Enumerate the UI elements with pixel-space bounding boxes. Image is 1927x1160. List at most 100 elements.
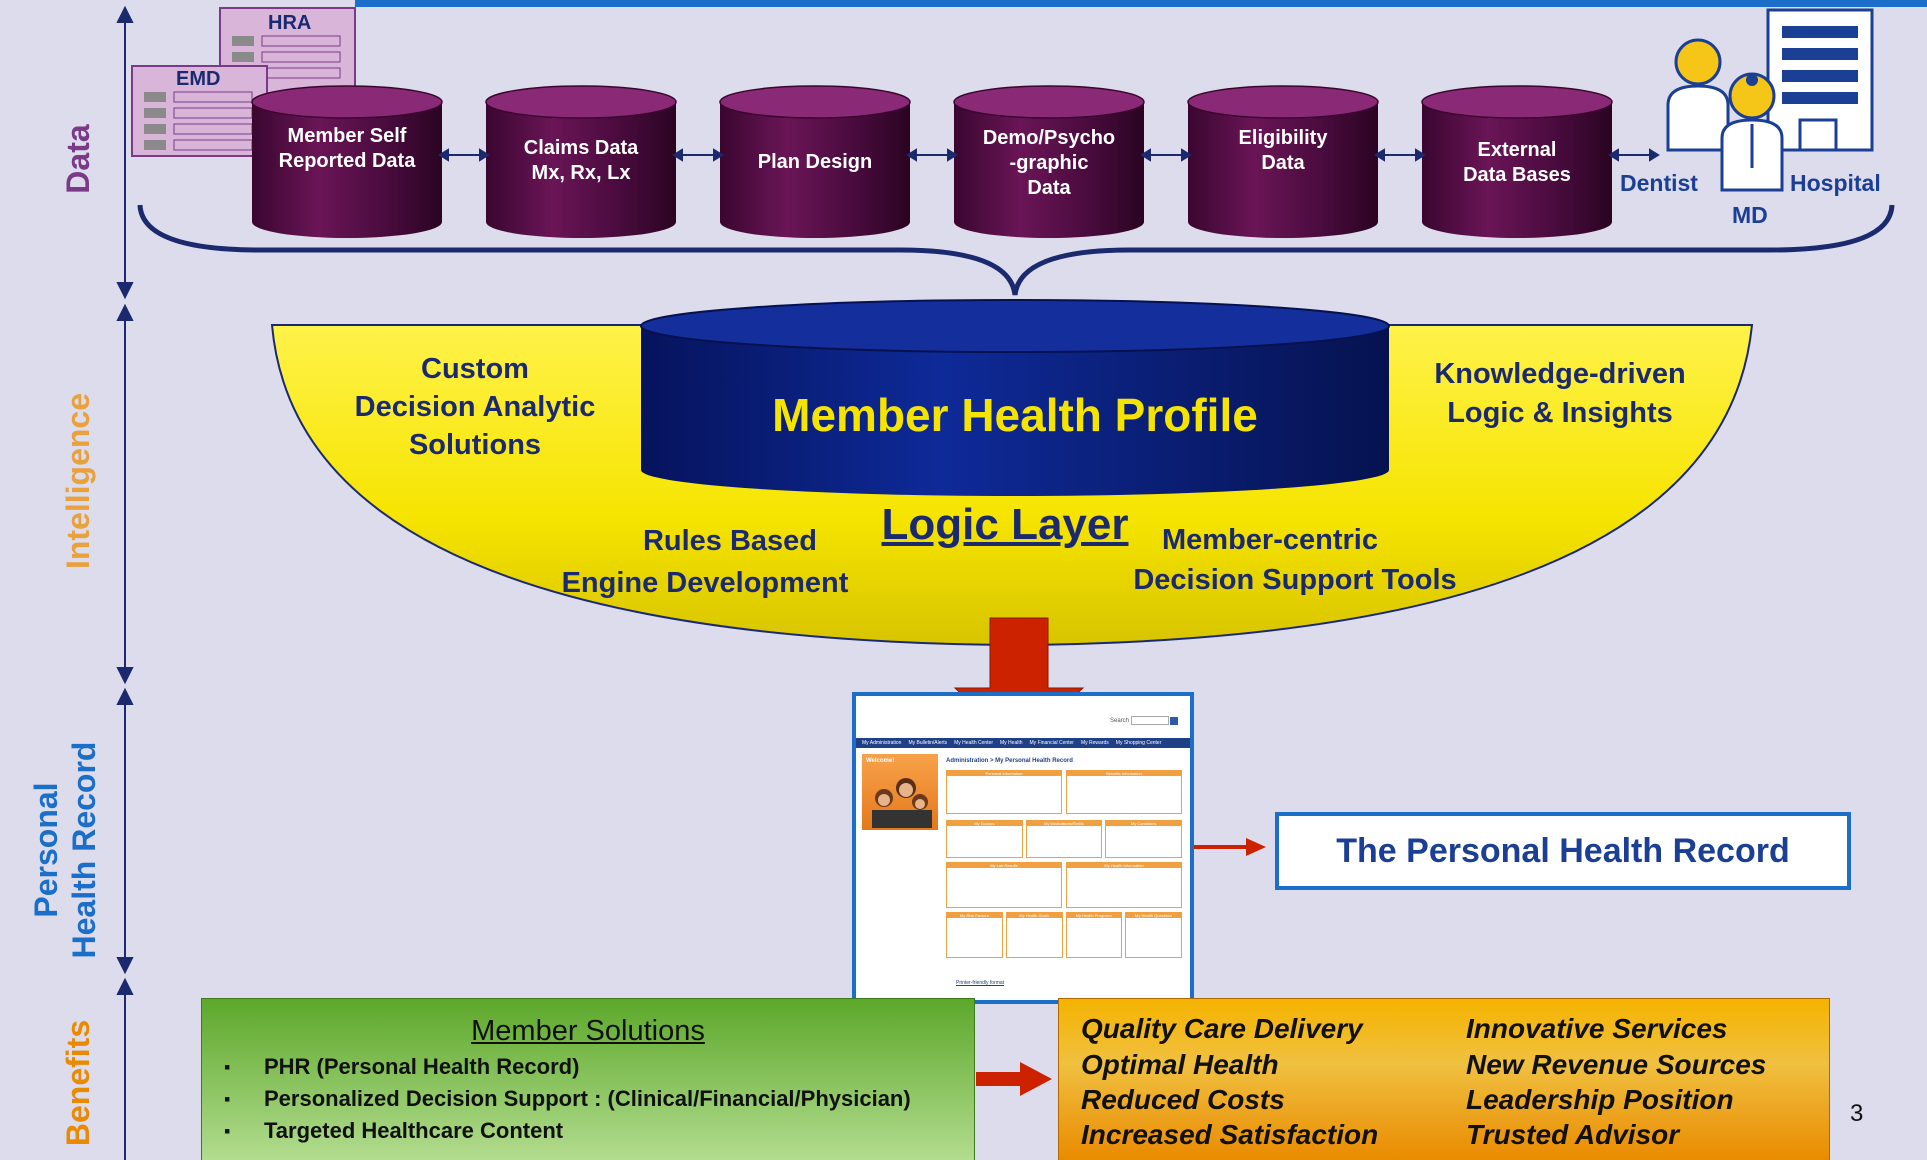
phr-panel-3: My Medications/Refills (1025, 820, 1103, 858)
benefit-left-3: Increased Satisfaction (1081, 1119, 1379, 1150)
emd-label: EMD (176, 68, 221, 90)
member-health-profile-title: Member Health Profile (772, 389, 1258, 441)
cylinder-member-self-reported (251, 85, 443, 238)
phr-panel-7: My Risk Factors (946, 912, 1003, 958)
knowledge-driven-label: Knowledge-driven Logic & Insights (1400, 355, 1720, 433)
member-centric-line2: Decision Support Tools (1133, 564, 1457, 596)
list-item: Personalized Decision Support : (Clinica… (224, 1083, 911, 1115)
data-brace (137, 204, 1895, 296)
source-4-line2: Data (1261, 152, 1305, 174)
source-2-line1: Plan Design (757, 151, 873, 173)
phr-screenshot: Search My Administration My Bulletin/Ale… (852, 692, 1194, 1004)
hra-label: HRA (268, 12, 312, 34)
benefit-left-1: Optimal Health (1081, 1049, 1279, 1080)
phr-panel-2: My Doctors (946, 820, 1023, 858)
phr-panel-0: Personal Information (946, 770, 1062, 814)
list-item: Targeted Healthcare Content (224, 1115, 911, 1147)
benefit-left-2: Reduced Costs (1081, 1084, 1285, 1115)
source-label-4: Eligibility Data (1188, 126, 1378, 176)
data-connectors (438, 148, 1660, 162)
member-health-profile-cylinder (640, 299, 1390, 496)
source-1-line2: Mx, Rx, Lx (531, 162, 631, 184)
md-icon (1720, 72, 1784, 192)
source-label-3: Demo/Psycho -graphic Data (954, 126, 1144, 201)
row-label-phr: Personal Health Record (27, 725, 107, 975)
source-1-line1: Claims Data (523, 137, 639, 159)
phr-panel-6: My Health Information (1066, 862, 1182, 908)
hospital-icon (1766, 8, 1874, 152)
row-label-data: Data (60, 124, 96, 194)
phr-nav-0: My Administration (862, 740, 902, 746)
phr-callout: The Personal Health Record (1275, 812, 1851, 890)
source-5-line2: Data Bases (1463, 164, 1571, 186)
row-label-intelligence: Intelligence (60, 392, 96, 570)
top-band (355, 0, 1927, 7)
cylinder-external (1421, 85, 1613, 238)
source-label-0: Member Self Reported Data (252, 124, 442, 174)
phr-welcome-text: Welcome! (866, 758, 895, 764)
logic-layer-title: Logic Layer (881, 500, 1129, 549)
source-3-line3: Data (1027, 177, 1071, 199)
dentist-label: Dentist (1620, 170, 1698, 196)
custom-line2: Decision Analytic (354, 391, 596, 423)
rules-line1: Rules Based (642, 525, 818, 557)
phr-panel-1: Benefits Information (1066, 770, 1182, 814)
phr-callout-arrow (1184, 838, 1266, 856)
hospital-label: Hospital (1790, 170, 1881, 196)
source-0-line1: Member Self (287, 125, 407, 147)
phr-panels-row2: My Doctors My Medications/Refills My Con… (946, 820, 1182, 858)
dentist-icon (1666, 38, 1730, 152)
benefits-box: Quality Care Delivery Optimal Health Red… (1058, 998, 1830, 1160)
page-number: 3 (1850, 1100, 1864, 1127)
phr-nav-3: My Health (1000, 740, 1023, 746)
cylinder-eligibility (1187, 85, 1379, 238)
source-4-line1: Eligibility (1238, 127, 1328, 149)
phr-nav-4: My Financial Center (1029, 740, 1074, 746)
phr-panel-5: My Lab Results (946, 862, 1062, 908)
phr-panel-8: My Health Goals (1005, 912, 1063, 958)
phr-printer-link[interactable]: Printer-friendly format (956, 980, 1005, 986)
phr-panels: Personal Information Benefits Informatio… (946, 770, 1182, 814)
phr-welcome-panel: Welcome! (862, 754, 938, 830)
cylinder-demo-psychographic (953, 85, 1145, 238)
phr-panel-4: My Conditions (1105, 820, 1182, 858)
benefit-right-1: New Revenue Sources (1466, 1049, 1767, 1080)
benefit-left-0: Quality Care Delivery (1081, 1013, 1363, 1044)
phr-panel-9: My Health Programs (1065, 912, 1123, 958)
phr-panels-row4: My Risk Factors My Health Goals My Healt… (946, 912, 1182, 958)
source-label-1: Claims Data Mx, Rx, Lx (486, 136, 676, 186)
family-photo-icon (872, 778, 932, 828)
custom-line3: Solutions (408, 429, 542, 461)
custom-decision-analytic-label: Custom Decision Analytic Solutions (330, 350, 620, 464)
phr-nav-6: My Shopping Center (1115, 740, 1162, 746)
phr-nav: My Administration My Bulletin/Alerts My … (856, 738, 1190, 748)
benefit-right-3: Trusted Advisor (1466, 1119, 1680, 1150)
benefit-right-2: Leadership Position (1466, 1084, 1734, 1115)
list-item: PHR (Personal Health Record) (224, 1051, 911, 1083)
cylinder-claims (485, 85, 677, 238)
phr-search: Search (1110, 716, 1179, 725)
phr-nav-5: My Rewards (1080, 740, 1109, 746)
phr-panel-10: My Health Questions (1125, 912, 1182, 958)
phr-nav-1: My Bulletin/Alerts (908, 740, 948, 746)
row-axis (116, 5, 134, 1160)
member-solutions-list: PHR (Personal Health Record) Personalize… (224, 1051, 911, 1147)
member-solutions-title: Member Solutions (471, 1015, 705, 1047)
knowledge-line2: Logic & Insights (1447, 397, 1673, 429)
row-label-phr-line2: Health Record (66, 741, 102, 959)
member-centric-label: Member-centric Decision Support Tools (1110, 520, 1480, 600)
row-label-phr-line1: Personal (28, 782, 64, 918)
source-3-line2: -graphic (1009, 152, 1089, 174)
source-5-line1: External (1477, 139, 1557, 161)
cylinder-plan-design (719, 85, 911, 238)
source-3-line1: Demo/Psycho (982, 127, 1116, 149)
knowledge-line1: Knowledge-driven (1434, 358, 1686, 390)
rules-line2: Engine Development (561, 567, 849, 599)
row-label-benefits: Benefits (60, 1019, 96, 1147)
phr-breadcrumb: Administration > My Personal Health Reco… (946, 758, 1073, 764)
source-0-line2: Reported Data (278, 150, 416, 172)
rules-based-label: Rules Based Engine Development (545, 520, 885, 604)
phr-panels-row3: My Lab Results My Health Information (946, 862, 1182, 908)
